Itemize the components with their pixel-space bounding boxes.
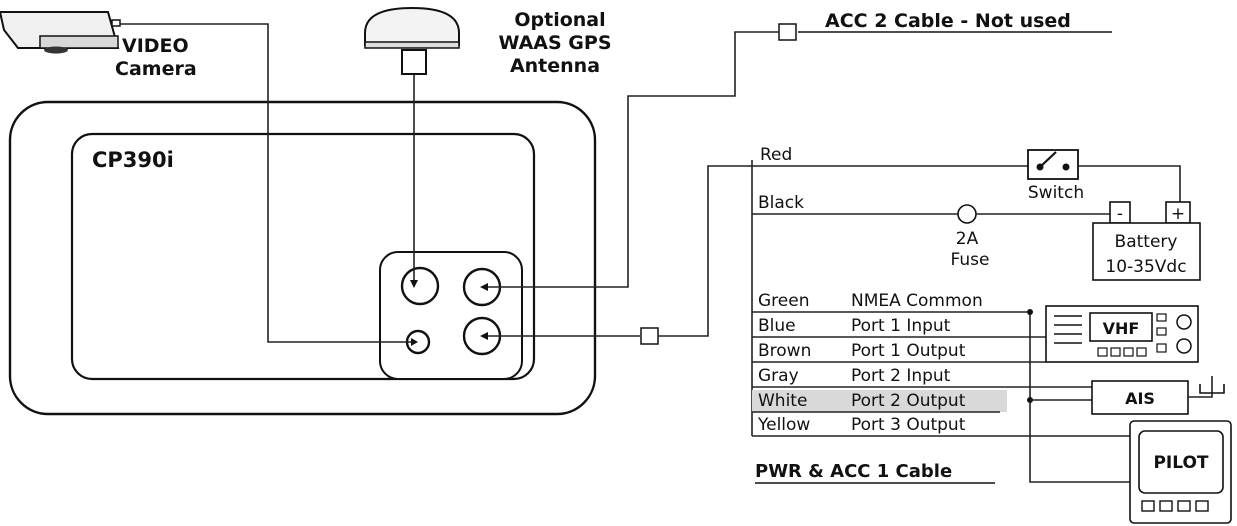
ais-label: AIS [1125,389,1155,408]
row-color-label: White [758,391,807,411]
row-function-label: Port 1 Output [851,341,966,361]
fuse-icon [957,204,977,224]
battery-plus-label: + [1171,204,1185,224]
table-row: Blue Port 1 Input [758,316,951,336]
table-row: Yellow Port 3 Output [757,415,966,435]
switch-icon [1027,149,1079,180]
unit-model-label: CP390i [92,148,174,172]
pwr-acc1-connector [640,327,659,345]
row-color-label: Blue [758,316,796,336]
row-function-label: Port 2 Input [851,366,951,386]
cable-table-title: PWR & ACC 1 Cable [755,461,952,482]
vhf-radio-icon [1045,305,1199,363]
fuse-label-line1: 2A [956,229,979,249]
autopilot-icon [1129,420,1232,524]
battery-label-line2: 10-35Vdc [1105,257,1186,277]
black-wire-label: Black [758,193,804,213]
table-row: White Port 2 Output [758,391,966,411]
table-row: Green NMEA Common [758,291,983,311]
battery-icon [1092,201,1201,281]
gps-label-line1: Optional [514,9,605,31]
white-row-highlight [752,390,1007,412]
row-function-label: Port 2 Output [851,391,966,411]
switch-label: Switch [1028,183,1084,203]
row-function-label: NMEA Common [851,291,983,311]
vhf-label: VHF [1103,319,1140,338]
gps-label-line2: WAAS GPS [498,32,611,54]
red-wire-label: Red [760,145,792,165]
row-function-label: Port 1 Input [851,316,951,336]
camera-label-line1: VIDEO [122,35,189,57]
battery-minus-label: - [1117,204,1123,224]
row-function-label: Port 3 Output [851,415,966,435]
acc2-cable-label: ACC 2 Cable - Not used [825,10,1071,32]
battery-label-line1: Battery [1115,232,1178,252]
row-color-label: Brown [758,341,811,361]
camera-label-line2: Camera [115,58,197,80]
ais-box [1091,380,1189,415]
gps-antenna-icon [364,6,460,75]
row-color-label: Yellow [757,415,810,435]
table-row: Brown Port 1 Output [758,341,966,361]
fuse-label-line2: Fuse [951,250,990,270]
cable-table [752,311,1135,437]
ais-antenna-icon [1188,376,1225,398]
gps-label-line3: Antenna [510,55,600,77]
pilot-label: PILOT [1153,453,1208,473]
row-color-label: Gray [758,366,799,386]
table-row: Gray Port 2 Input [758,366,951,386]
acc2-connector [778,23,797,41]
video-camera-icon [0,11,121,54]
row-color-label: Green [758,291,809,311]
gps-port-icon [400,266,440,306]
